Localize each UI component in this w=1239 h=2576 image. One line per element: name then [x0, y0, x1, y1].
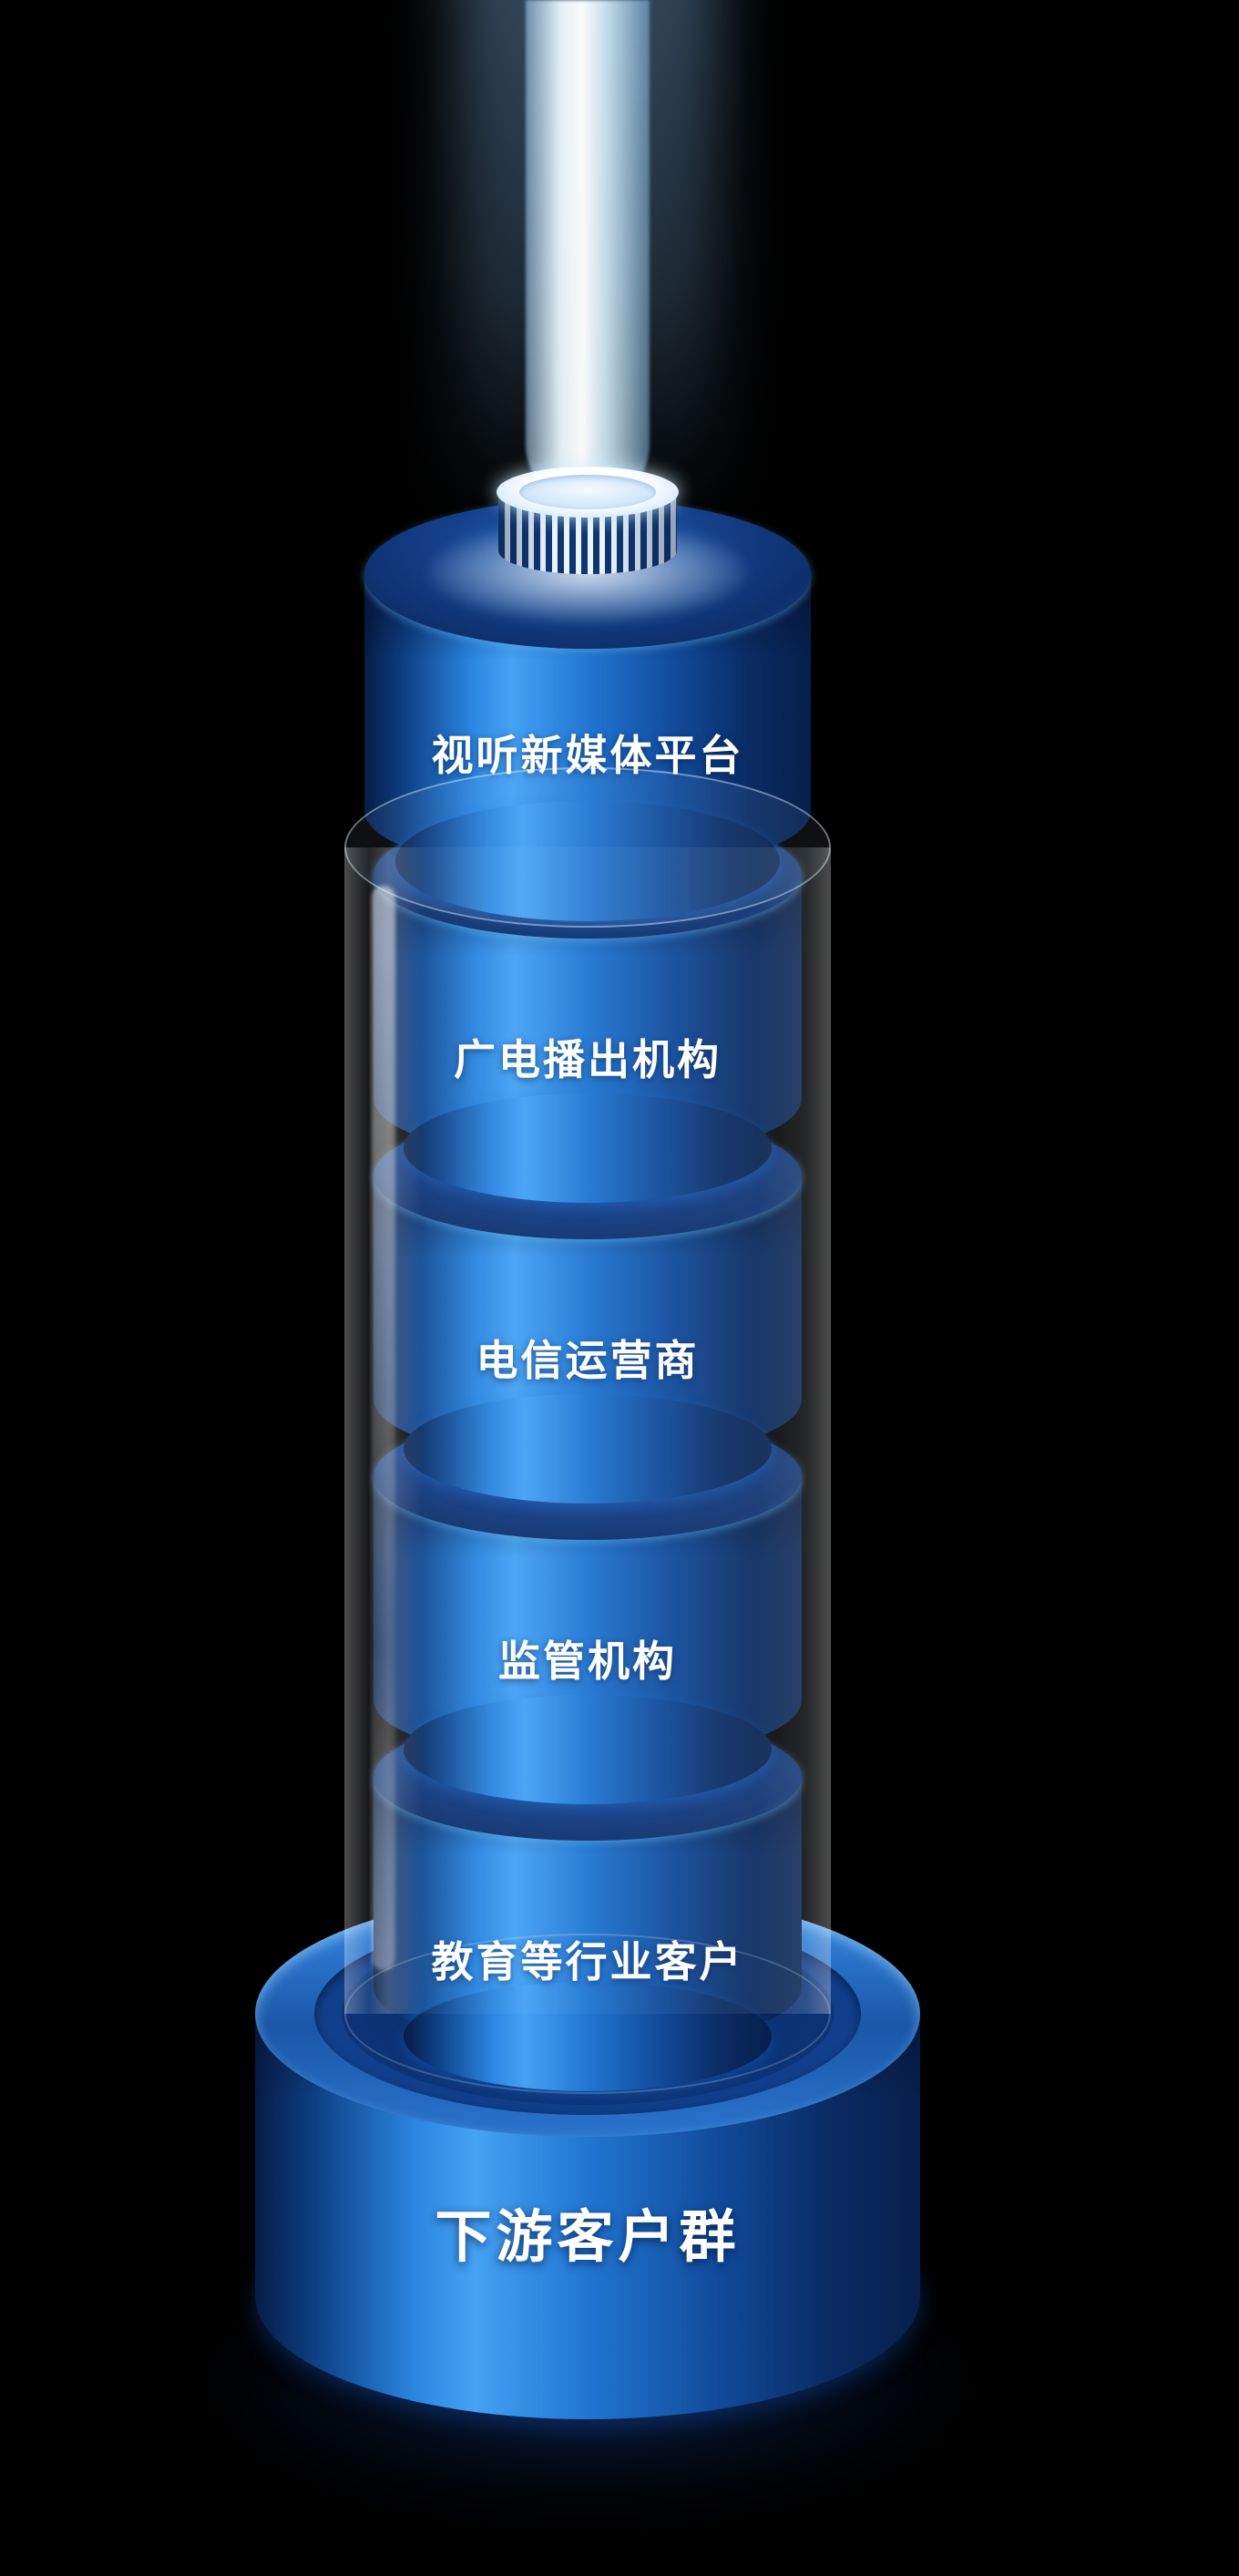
base-label: 下游客户群 [435, 2206, 741, 2269]
cylinder-bottom-ellipse [403, 1093, 773, 1203]
cap-top-inner-ellipse [519, 475, 656, 509]
cylinder-bottom-ellipse [395, 801, 780, 921]
cylinder-bottom-ellipse [403, 1982, 773, 2091]
layer-label: 视听新媒体平台 [431, 732, 744, 779]
layer-label: 监管机构 [498, 1637, 677, 1685]
layer-label: 广电播出机构 [454, 1036, 722, 1083]
cylinder-bottom-ellipse [403, 1695, 773, 1804]
layer-label: 电信运营商 [476, 1337, 700, 1384]
light-beam [526, 0, 650, 507]
layer-cylinder-4: 监管机构 [374, 1412, 802, 1813]
layer-label: 教育等行业客户 [431, 1938, 744, 1986]
cylinder-bottom-ellipse [403, 1394, 773, 1504]
cap-cylinder [497, 467, 679, 587]
